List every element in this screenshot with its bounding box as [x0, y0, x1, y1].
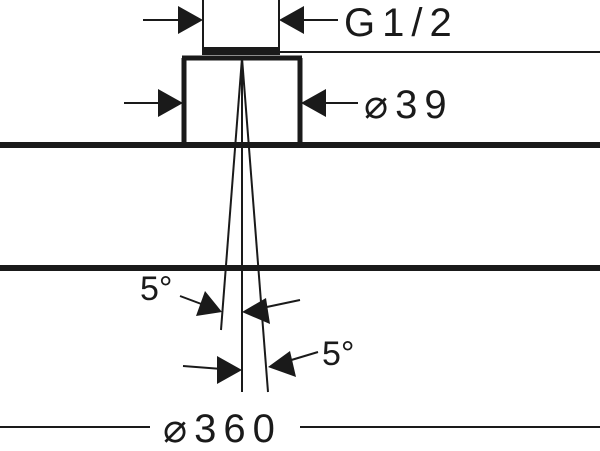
thread-size-label: G1/2	[344, 1, 459, 45]
angle-left-dimension	[179, 291, 301, 324]
angle-left-inner-head	[242, 298, 270, 324]
thread-cap	[202, 47, 280, 55]
angle-right-label: 5°	[322, 335, 355, 373]
thread-arrow-left-head	[178, 6, 203, 34]
angle-right-inner-shaft	[287, 351, 319, 362]
angle-right-inner-head	[268, 351, 296, 377]
angle-left-outer-shaft	[179, 295, 205, 306]
angle-right-outer-head	[217, 356, 242, 384]
connector-arrow-right-head	[301, 89, 326, 117]
tilt-line-left	[220, 57, 243, 331]
tilt-line-right	[241, 57, 269, 393]
angle-left-label: 5°	[140, 270, 173, 308]
angle-left-outer-head	[196, 291, 222, 316]
head-diameter-label: ⌀360	[163, 407, 282, 451]
thread-arrow-right-head	[279, 6, 304, 34]
mounting-plate	[0, 142, 600, 271]
thread-dimension	[143, 0, 338, 48]
connector-diameter-dimension	[124, 89, 358, 117]
connector-diameter-label: ⌀39	[364, 83, 454, 127]
angle-left-inner-shaft	[261, 299, 301, 309]
angle-right-dimension	[182, 351, 319, 384]
connector-arrow-left-head	[158, 89, 183, 117]
angle-right-outer-shaft	[182, 365, 223, 370]
tilt-lines	[220, 57, 269, 393]
